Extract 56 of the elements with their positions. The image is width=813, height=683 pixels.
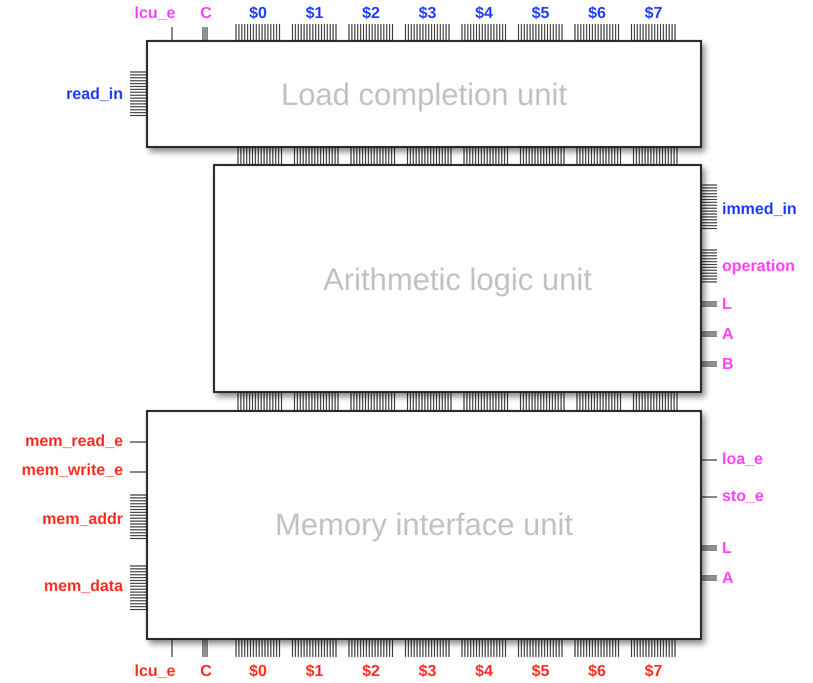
pin-label: $5 xyxy=(532,4,550,24)
pin-label: sto_e xyxy=(722,487,764,507)
pin-label: loa_e xyxy=(722,450,763,470)
bus-lines xyxy=(576,148,621,164)
bus-lines xyxy=(407,148,452,164)
pin-label: $3 xyxy=(418,4,436,24)
bus-lines xyxy=(350,148,395,164)
pin-label: $4 xyxy=(475,662,493,682)
pin-label: B xyxy=(722,355,734,375)
pin-label: $2 xyxy=(362,4,380,24)
pin-label: L xyxy=(722,295,732,315)
unit-box xyxy=(213,164,702,393)
bus-lines xyxy=(576,392,621,410)
pin-label: A xyxy=(722,569,734,589)
pin-label: mem_read_e xyxy=(25,432,123,452)
pin-label: operation xyxy=(722,257,795,277)
pin-label: $6 xyxy=(588,4,606,24)
unit-box xyxy=(146,410,702,640)
pin-label: $7 xyxy=(644,4,662,24)
bus-lines xyxy=(520,148,564,164)
pin-label: A xyxy=(722,325,734,345)
pin-label: C xyxy=(200,662,212,682)
bus-lines xyxy=(238,148,282,164)
pin-label: lcu_e xyxy=(134,4,176,24)
pin-label: immed_in xyxy=(722,200,797,220)
pin-label: $0 xyxy=(249,4,267,24)
bus-lines xyxy=(464,148,508,164)
bus-lines xyxy=(350,392,395,410)
unit-title: Load completion unit xyxy=(280,79,568,110)
pin-label: lcu_e xyxy=(134,662,176,682)
pin-label: mem_addr xyxy=(42,510,123,530)
bus-lines xyxy=(633,148,678,164)
bus-lines xyxy=(520,392,564,410)
pin-label: $1 xyxy=(306,662,324,682)
bus-lines xyxy=(407,392,452,410)
unit-box xyxy=(146,40,702,148)
unit-title: Memory interface unit xyxy=(274,509,574,540)
pin-label: $1 xyxy=(306,4,324,24)
bus-lines xyxy=(238,392,282,410)
pin-label: $2 xyxy=(362,662,380,682)
pin-label: $5 xyxy=(532,662,550,682)
pin-label: $0 xyxy=(249,662,267,682)
pin-label: mem_data xyxy=(44,577,123,597)
bus-lines xyxy=(294,392,338,410)
pin-label: $7 xyxy=(644,662,662,682)
pin-label: C xyxy=(200,4,212,24)
pin-label: L xyxy=(722,539,732,559)
unit-title: Arithmetic logic unit xyxy=(322,264,593,295)
pin-label: read_in xyxy=(66,85,123,105)
pin-label: $3 xyxy=(418,662,436,682)
pin-label: mem_write_e xyxy=(22,461,123,481)
pin-label: $6 xyxy=(588,662,606,682)
bus-lines xyxy=(294,148,338,164)
bus-lines xyxy=(464,392,508,410)
pin-label: $4 xyxy=(475,4,493,24)
bus-lines xyxy=(633,392,678,410)
